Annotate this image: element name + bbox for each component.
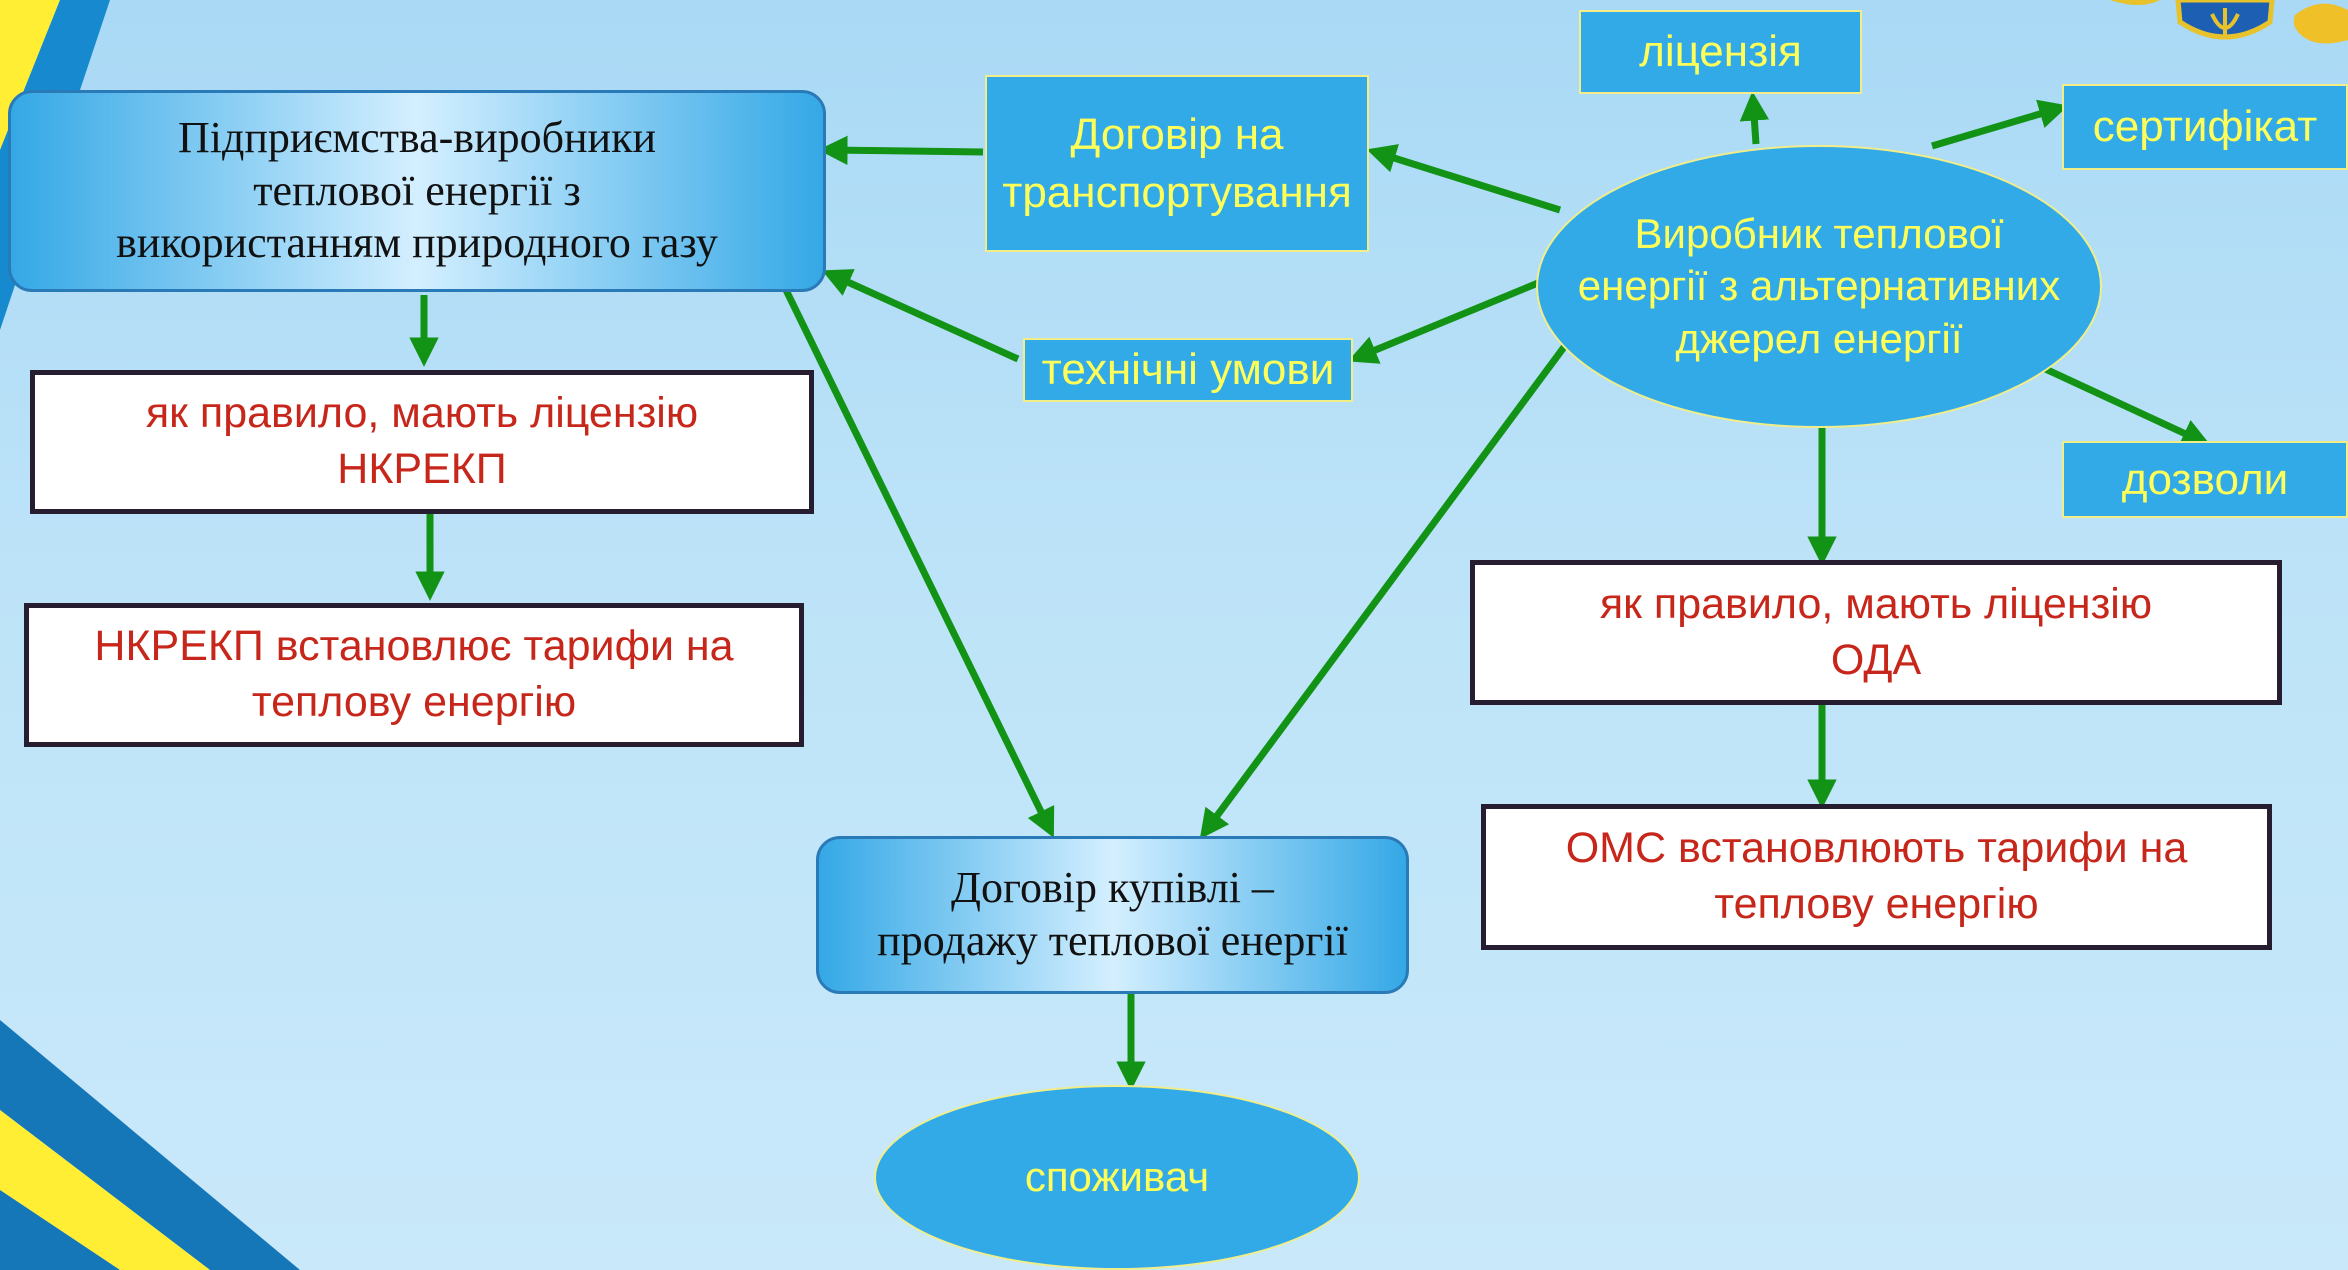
permits-box: дозволи	[2062, 441, 2348, 518]
transport-contract-box: Договір на транспортування	[985, 75, 1369, 252]
alt-producer-ellipse: Виробник теплової енергії з альтернативн…	[1536, 145, 2102, 428]
consumer-ellipse: споживач	[874, 1085, 1360, 1270]
technical-conditions-box: технічні умови	[1023, 338, 1353, 402]
arrow-alt-to-tech	[1347, 279, 1540, 364]
license-box: ліцензія	[1579, 10, 1862, 94]
alt-tariffs-box: ОМС встановлюють тарифи на теплову енерг…	[1481, 804, 2272, 950]
arrow-alt-to-sale	[1199, 336, 1573, 840]
gas-producers-box: Підприємства-виробники теплової енергії …	[8, 90, 826, 292]
arrow-alt-to-certificate	[1931, 99, 2069, 150]
gas-tariffs-box: НКРЕКП встановлює тарифи на теплову енер…	[24, 603, 804, 747]
gas-license-box: як правило, мають ліцензію НКРЕКП	[30, 370, 814, 514]
alt-license-box: як правило, мають ліцензію ОДА	[1470, 560, 2282, 705]
arrow-transport-to-gas	[818, 135, 984, 165]
certificate-box: сертифікат	[2062, 84, 2348, 170]
arrow-alt-to-permits	[2024, 356, 2212, 447]
arrow-alt-to-license	[1739, 91, 1770, 145]
sale-contract-box: Договір купівлі – продажу теплової енерг…	[816, 836, 1409, 994]
arrow-tech-to-gas	[821, 269, 1020, 363]
arrow-gas-to-sale	[782, 288, 1055, 838]
arrow-alt-to-transport	[1366, 144, 1562, 214]
